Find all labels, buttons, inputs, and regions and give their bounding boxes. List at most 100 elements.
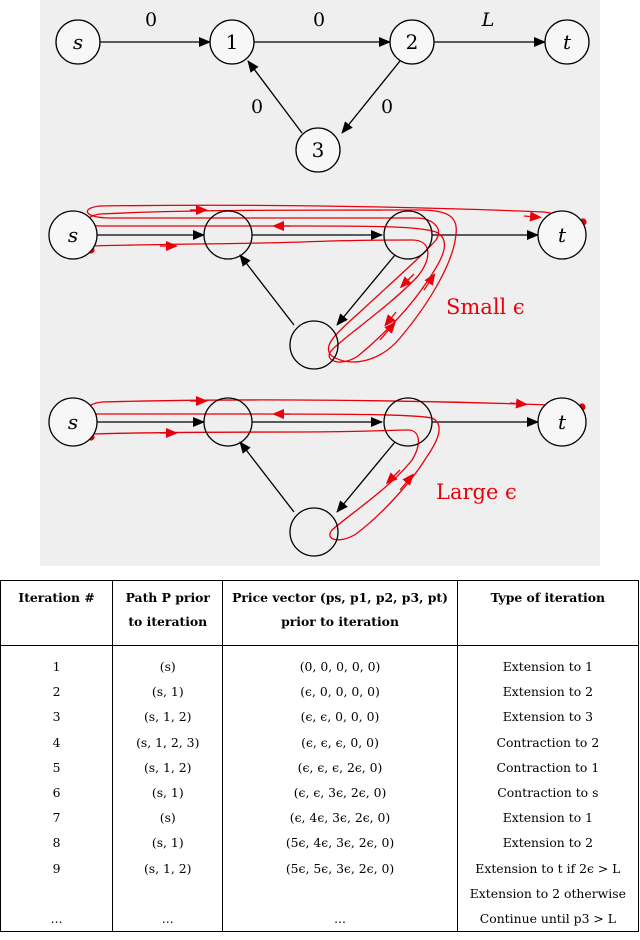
edge-label-1-2: 0 [313, 9, 325, 31]
price-vector-cell: (5ϵ, 5ϵ, 3ϵ, 2ϵ, 0) [222, 855, 458, 881]
node-s: s [48, 397, 98, 447]
base-graph: 0 0 L 0 0 s 1 2 t 3 [55, 9, 590, 173]
edge-2-3 [336, 441, 396, 513]
table-row: 8(s, 1)(5ϵ, 4ϵ, 3ϵ, 2ϵ, 0)Extension to 2 [0, 830, 640, 856]
red-trace-path [86, 399, 581, 541]
svg-text:1: 1 [226, 30, 239, 54]
path-cell: (s, 1, 2) [112, 754, 224, 780]
table-row: .........Continue until p3 > L [0, 905, 640, 933]
svg-text:2: 2 [406, 30, 419, 54]
price-vector-cell: (ϵ, ϵ, ϵ, 2ϵ, 0) [222, 754, 458, 780]
path-cell: ... [112, 905, 224, 933]
price-vector-cell: (ϵ, 4ϵ, 3ϵ, 2ϵ, 0) [222, 805, 458, 831]
node-3: 3 [295, 127, 341, 173]
iteration-cell: 2 [0, 679, 114, 705]
path-cell: (s, 1, 2) [112, 855, 224, 881]
type-cell: Contraction to 2 [456, 729, 640, 755]
svg-text:t: t [558, 410, 567, 434]
header-type: Type of iteration [456, 580, 640, 646]
large-epsilon-label: Large ϵ [436, 480, 517, 504]
type-cell: Extension to 3 [456, 704, 640, 730]
node-1 [203, 397, 253, 447]
price-vector-cell: (ϵ, 0, 0, 0, 0) [222, 679, 458, 705]
path-cell: (s) [112, 645, 224, 680]
type-cell: Extension to 1 [456, 645, 640, 680]
small-epsilon-graph: s t Small ϵ [48, 204, 587, 370]
path-cell: (s, 1) [112, 779, 224, 806]
red-trace-small [86, 204, 587, 363]
type-cell: Contraction to s [456, 779, 640, 806]
svg-text:s: s [68, 223, 78, 247]
node-3 [289, 320, 339, 370]
iteration-cell: 9 [0, 855, 114, 881]
table-row: 2(s, 1)(ϵ, 0, 0, 0, 0)Extension to 2 [0, 679, 640, 705]
node-1 [203, 210, 253, 260]
edge-label-2-3: 0 [381, 96, 393, 118]
price-vector-cell: (ϵ, ϵ, 0, 0, 0) [222, 704, 458, 730]
node-2 [383, 397, 433, 447]
node-2: 2 [389, 19, 435, 65]
type-cell: Extension to 1 [456, 805, 640, 831]
node-1: 1 [209, 19, 255, 65]
price-vector-cell [222, 880, 458, 906]
edge-label-3-1: 0 [251, 96, 263, 118]
node-s: s [48, 210, 98, 260]
node-2 [383, 210, 433, 260]
iteration-cell [0, 880, 114, 906]
red-trace-large [86, 396, 586, 541]
iteration-cell: 4 [0, 729, 114, 755]
svg-text:t: t [558, 223, 567, 247]
edge-3-1 [239, 254, 295, 326]
iterations-table: Iteration # Path P prior to iteration Pr… [0, 580, 640, 933]
svg-text:s: s [68, 410, 78, 434]
svg-text:3: 3 [312, 138, 325, 162]
type-cell: Continue until p3 > L [456, 905, 640, 933]
table-header-row: Iteration # Path P prior to iteration Pr… [0, 580, 640, 646]
header-price-vector: Price vector (ps, p1, p2, p3, pt) prior … [222, 580, 458, 646]
path-cell: (s, 1) [112, 679, 224, 705]
node-t: t [537, 397, 587, 447]
iteration-cell: 3 [0, 704, 114, 730]
path-cell: (s) [112, 805, 224, 831]
table-row: 5(s, 1, 2)(ϵ, ϵ, ϵ, 2ϵ, 0)Contraction to… [0, 754, 640, 780]
header-path: Path P prior to iteration [112, 580, 224, 646]
table-row: Extension to 2 otherwise [0, 880, 640, 906]
svg-text:s: s [73, 30, 83, 54]
iteration-cell: 1 [0, 645, 114, 680]
node-t: t [544, 19, 590, 65]
node-t: t [537, 210, 587, 260]
table-row: 3(s, 1, 2)(ϵ, ϵ, 0, 0, 0)Extension to 3 [0, 704, 640, 730]
svg-text:t: t [563, 30, 572, 54]
price-vector-cell: ... [222, 905, 458, 933]
path-cell: (s, 1, 2) [112, 704, 224, 730]
edge-3-1 [239, 441, 295, 513]
path-cell: (s, 1) [112, 830, 224, 856]
large-epsilon-graph: s t Large ϵ [48, 396, 587, 557]
price-vector-cell: (ϵ, ϵ, 3ϵ, 2ϵ, 0) [222, 779, 458, 806]
edge-2-3 [336, 254, 396, 326]
red-trace-path [86, 204, 585, 363]
table-row: 4(s, 1, 2, 3)(ϵ, ϵ, ϵ, 0, 0)Contraction … [0, 729, 640, 755]
type-cell: Extension to 2 [456, 679, 640, 705]
type-cell: Extension to 2 [456, 830, 640, 856]
edge-3-1 [247, 60, 303, 134]
price-vector-cell: (ϵ, ϵ, ϵ, 0, 0) [222, 729, 458, 755]
table-row: 6(s, 1)(ϵ, ϵ, 3ϵ, 2ϵ, 0)Contraction to s [0, 779, 640, 806]
type-cell: Extension to t if 2ϵ > L [456, 855, 640, 881]
iteration-cell: 7 [0, 805, 114, 831]
iteration-cell: ... [0, 905, 114, 933]
header-iteration: Iteration # [0, 580, 114, 646]
graph-diagrams: 0 0 L 0 0 s 1 2 t 3 s [48, 9, 590, 557]
table-row: 9(s, 1, 2)(5ϵ, 5ϵ, 3ϵ, 2ϵ, 0)Extension t… [0, 855, 640, 881]
path-cell [112, 880, 224, 906]
graph-figure: 0 0 L 0 0 s 1 2 t 3 s [40, 0, 600, 566]
edge-2-3 [341, 60, 401, 134]
small-epsilon-label: Small ϵ [446, 295, 525, 319]
iteration-cell: 8 [0, 830, 114, 856]
table-row: 1(s)(0, 0, 0, 0, 0)Extension to 1 [0, 645, 640, 680]
iteration-cell: 5 [0, 754, 114, 780]
table-row: 7(s)(ϵ, 4ϵ, 3ϵ, 2ϵ, 0)Extension to 1 [0, 805, 640, 831]
path-cell: (s, 1, 2, 3) [112, 729, 224, 755]
price-vector-cell: (0, 0, 0, 0, 0) [222, 645, 458, 680]
price-vector-cell: (5ϵ, 4ϵ, 3ϵ, 2ϵ, 0) [222, 830, 458, 856]
